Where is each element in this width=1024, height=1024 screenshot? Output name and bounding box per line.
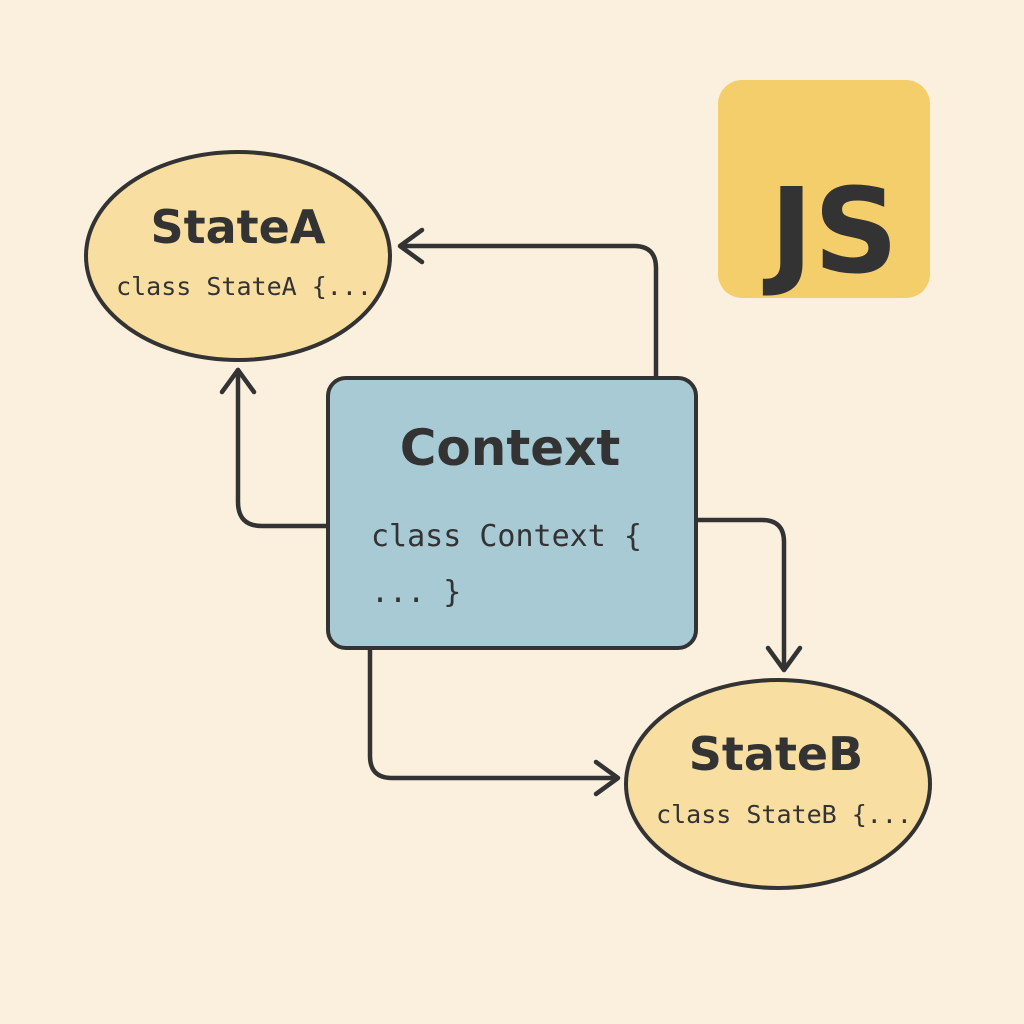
arrowhead-state-b-top [765, 645, 803, 673]
state-a-title: StateA [151, 200, 326, 254]
state-b-code: class StateB {... [656, 800, 912, 829]
context-code-line-2: ... } [371, 575, 461, 610]
state-b-title: StateB [689, 727, 863, 781]
context-shape [326, 376, 698, 650]
edge-context-right-to-state-b [693, 517, 787, 671]
state-a-shape [84, 150, 392, 362]
state-b-shape [624, 678, 932, 890]
arrowhead-state-a-right [397, 227, 425, 265]
arrowhead-state-b-left [593, 759, 621, 797]
js-badge-label: JS [763, 162, 899, 300]
node-context[interactable]: Context class Context { ... } [326, 376, 698, 650]
state-a-code: class StateA {... [116, 272, 372, 301]
context-title: Context [400, 419, 621, 477]
edges [219, 227, 803, 797]
arrowhead-state-a-bottom [219, 367, 257, 395]
js-badge-background [718, 80, 930, 298]
edge-context-bottom-to-state-b [367, 647, 617, 781]
edge-context-top-to-state-a [399, 243, 659, 381]
context-code-line-1: class Context { [371, 519, 642, 554]
javascript-logo-icon: JS [718, 80, 930, 300]
edge-context-left-to-state-a [235, 367, 331, 529]
node-state-b[interactable]: StateB class StateB {... [624, 678, 932, 890]
node-state-a[interactable]: StateA class StateA {... [84, 150, 392, 362]
